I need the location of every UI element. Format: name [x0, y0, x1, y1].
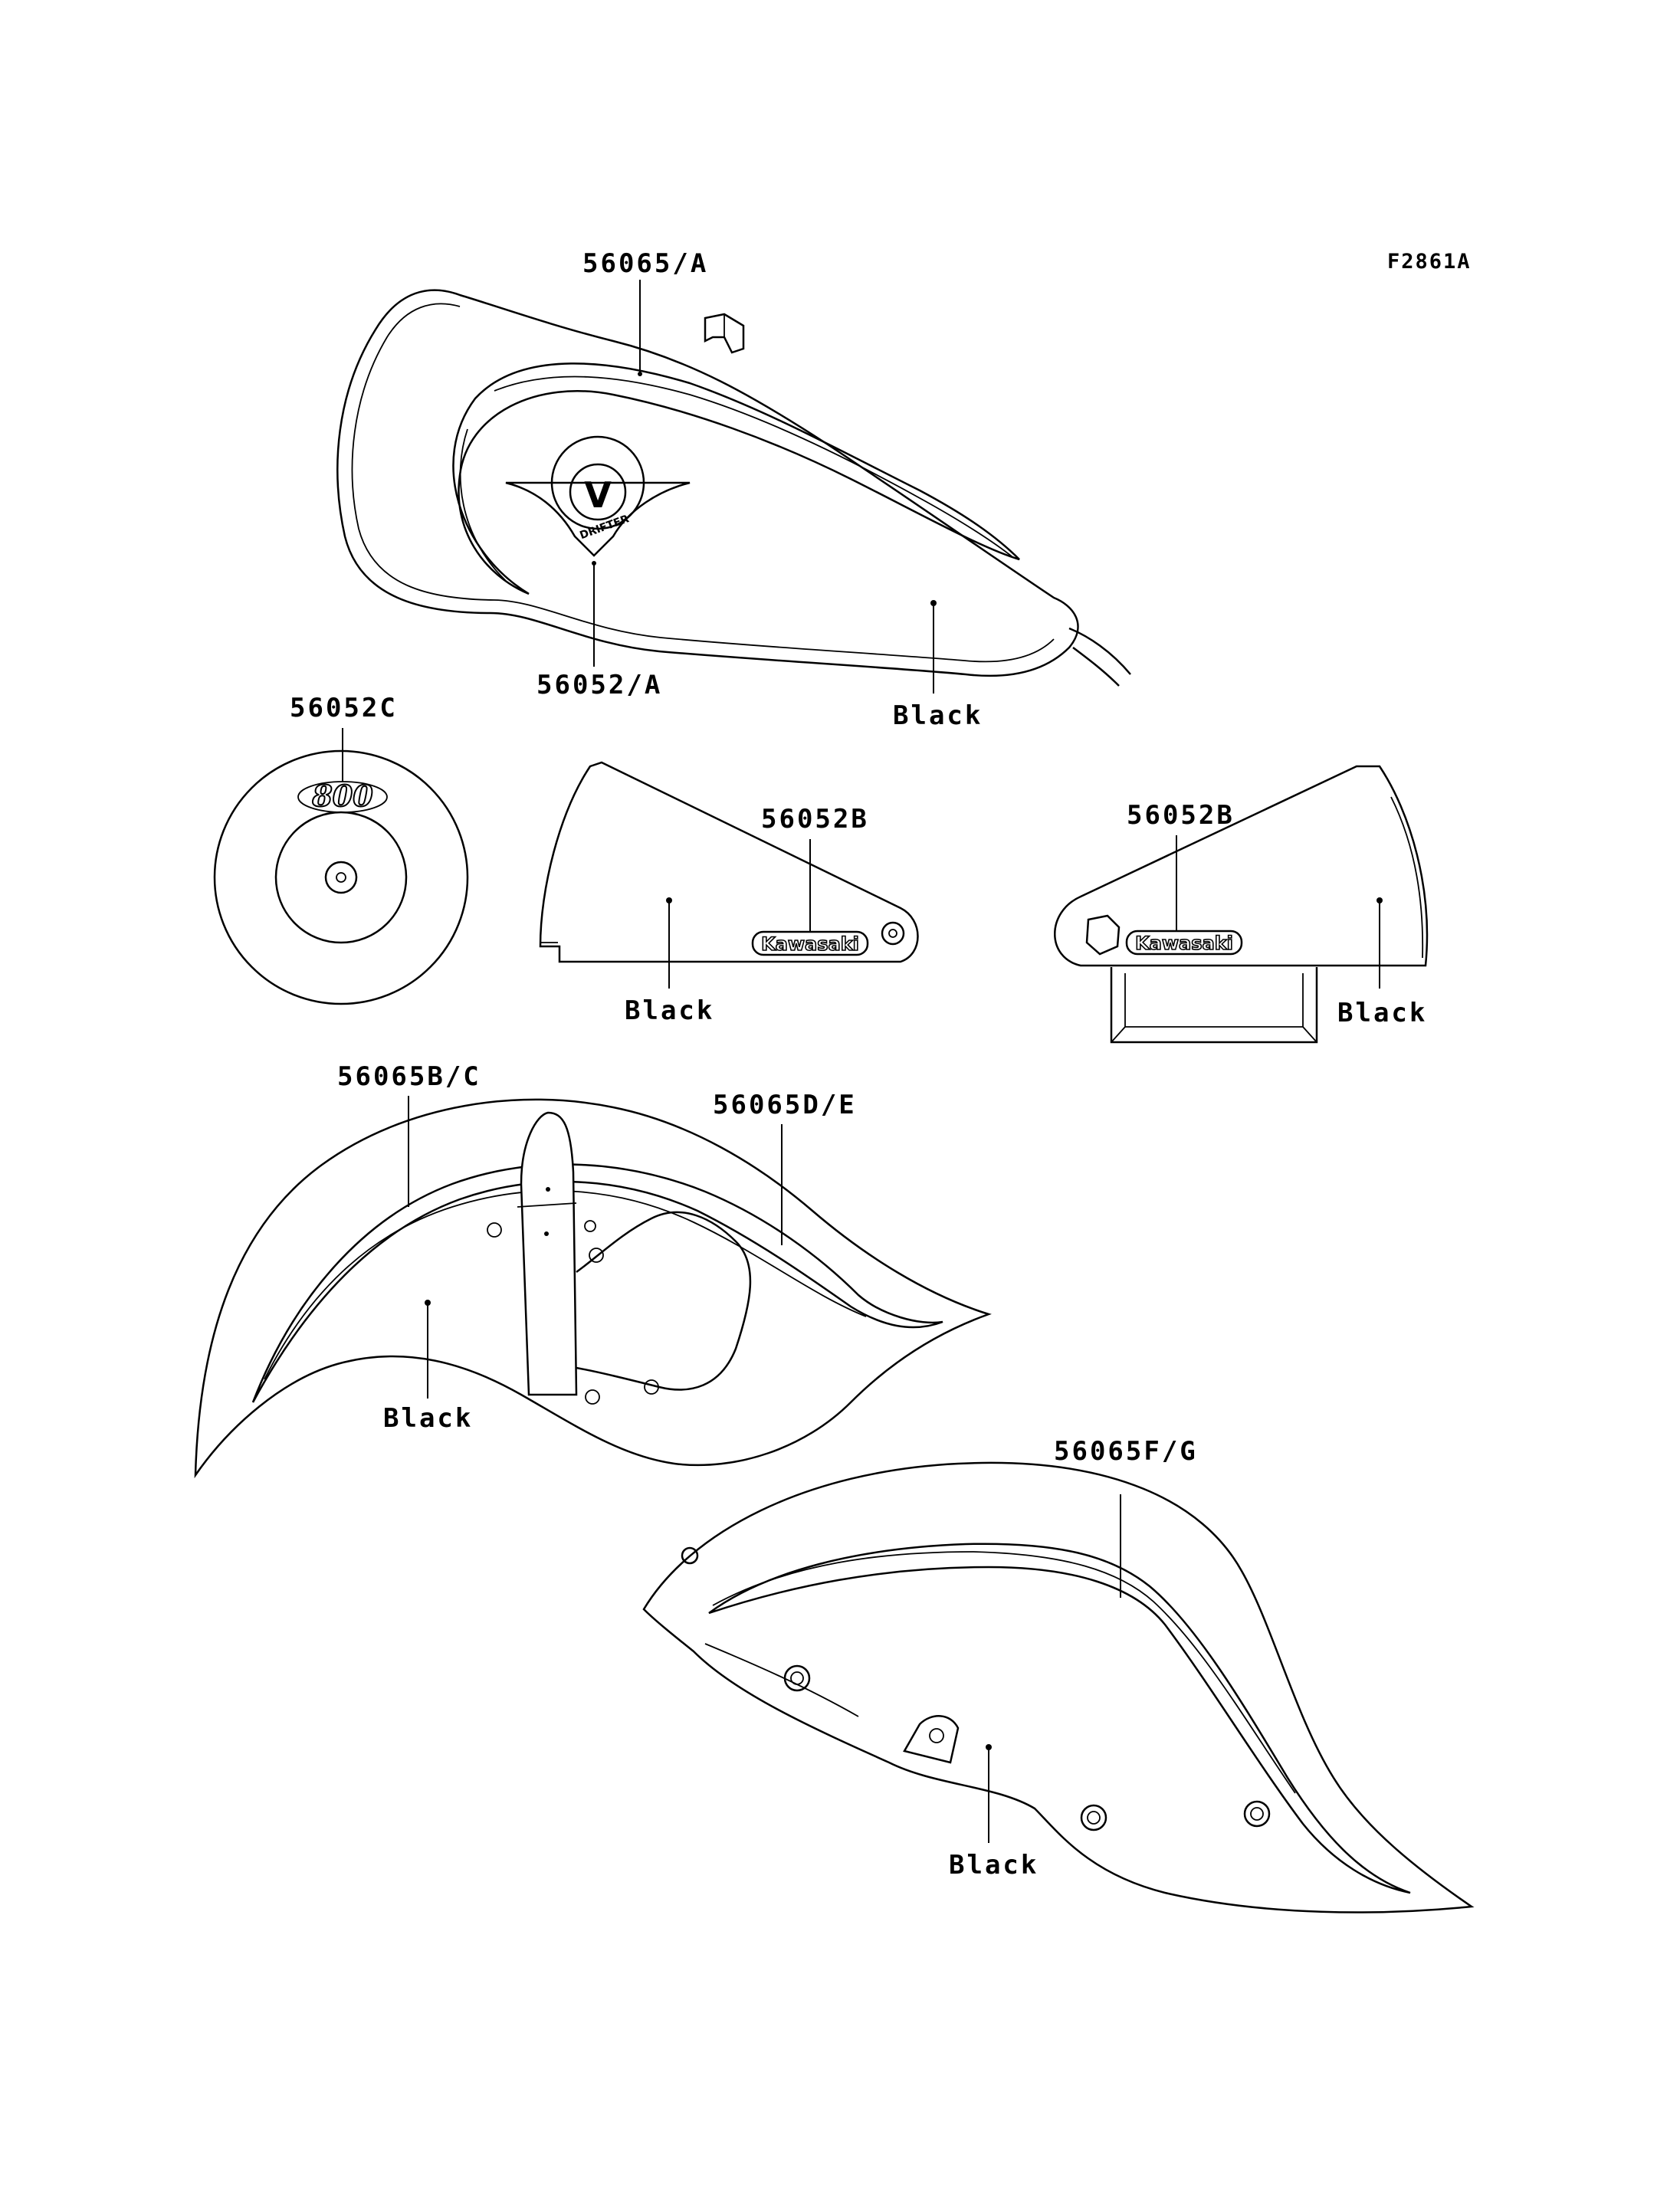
- label-rear-fender-stripe: 56065F/G: [1054, 1436, 1198, 1467]
- emblem-letter: V: [584, 474, 612, 516]
- label-front-fender-stripe-left: 56065B/C: [337, 1061, 481, 1092]
- label-right-cover-color: Black: [1337, 998, 1427, 1028]
- label-rear-fender-color: Black: [949, 1850, 1039, 1881]
- front-fender: [194, 1096, 992, 1479]
- figure-code: F2861A: [1387, 250, 1472, 274]
- label-right-cover-emblem: 56052B: [1127, 800, 1235, 831]
- label-cover-emblem: 56052C: [290, 693, 398, 723]
- label-left-cover-emblem: 56052B: [761, 804, 869, 835]
- label-front-fender-color: Black: [383, 1403, 473, 1434]
- right-side-cover: Kawasaki: [1054, 765, 1429, 1044]
- cover-number: 800: [311, 779, 373, 813]
- label-front-fender-stripe-right: 56065D/E: [713, 1090, 857, 1120]
- round-cover: 800: [213, 728, 469, 1005]
- label-tank-color: Black: [893, 700, 983, 731]
- label-tank-emblem: 56052/A: [536, 670, 662, 700]
- rear-fender: [642, 1461, 1475, 1913]
- left-side-cover: Kawasaki: [539, 761, 919, 989]
- label-tank-stripe: 56065/A: [582, 248, 708, 279]
- fuel-tank: V DRIFTER: [336, 280, 1131, 694]
- right-cover-brand: Kawasaki: [1135, 933, 1233, 954]
- label-left-cover-color: Black: [625, 995, 714, 1026]
- left-cover-brand: Kawasaki: [761, 933, 859, 955]
